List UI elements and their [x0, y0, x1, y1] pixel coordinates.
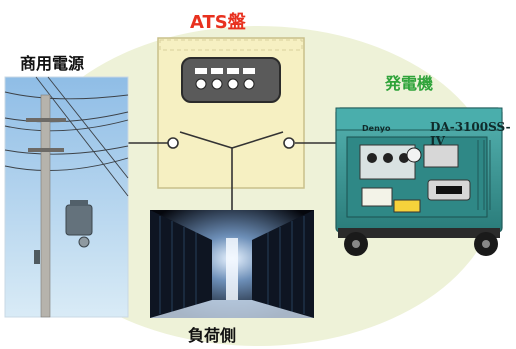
ats-pin-top-4	[243, 68, 255, 74]
pole-crossarm-1	[26, 118, 66, 122]
utility-pole-photo	[4, 76, 129, 318]
generator-base	[338, 228, 500, 238]
generator-brand-text: Denyo	[362, 124, 391, 133]
rack-lines	[159, 216, 305, 314]
generator-outlet	[406, 147, 422, 163]
switch-blade-right	[231, 131, 284, 149]
ats-panel-label: ATS盤	[190, 12, 246, 33]
ats-connector-pins	[195, 68, 255, 90]
ats-pin-4	[243, 78, 255, 90]
server-racks	[150, 210, 314, 318]
data-center-photo	[150, 210, 314, 318]
generator-model-text: DA-3100SS-IV	[430, 120, 511, 148]
pole-shaft	[40, 94, 51, 318]
pole-crossarm-2	[28, 148, 64, 152]
switch-blade-left	[179, 131, 233, 149]
ats-pin-1	[195, 78, 207, 90]
ats-panel-dashed-top	[159, 39, 303, 51]
pole-transformer	[65, 204, 93, 236]
ats-pin-top-2	[211, 68, 223, 74]
generator-photo	[335, 107, 503, 256]
corridor-light	[226, 238, 238, 300]
generator-meter	[423, 144, 459, 168]
commercial-power-label: 商用電源	[20, 54, 85, 73]
switch-contact-generator	[283, 137, 295, 149]
ats-pin-top-1	[195, 68, 207, 74]
ats-pin-3	[227, 78, 239, 90]
ats-pin-top-3	[227, 68, 239, 74]
generator-wheels	[344, 232, 498, 256]
generator-warning-label	[361, 187, 393, 207]
switch-contact-grid	[167, 137, 179, 149]
generator-vents	[477, 140, 491, 210]
switch-wiring	[128, 131, 338, 212]
ats-pin-2	[211, 78, 223, 90]
corridor-floor	[150, 300, 314, 318]
load-side-label: 負荷側	[188, 326, 237, 345]
generator-label: 発電機	[385, 74, 434, 93]
